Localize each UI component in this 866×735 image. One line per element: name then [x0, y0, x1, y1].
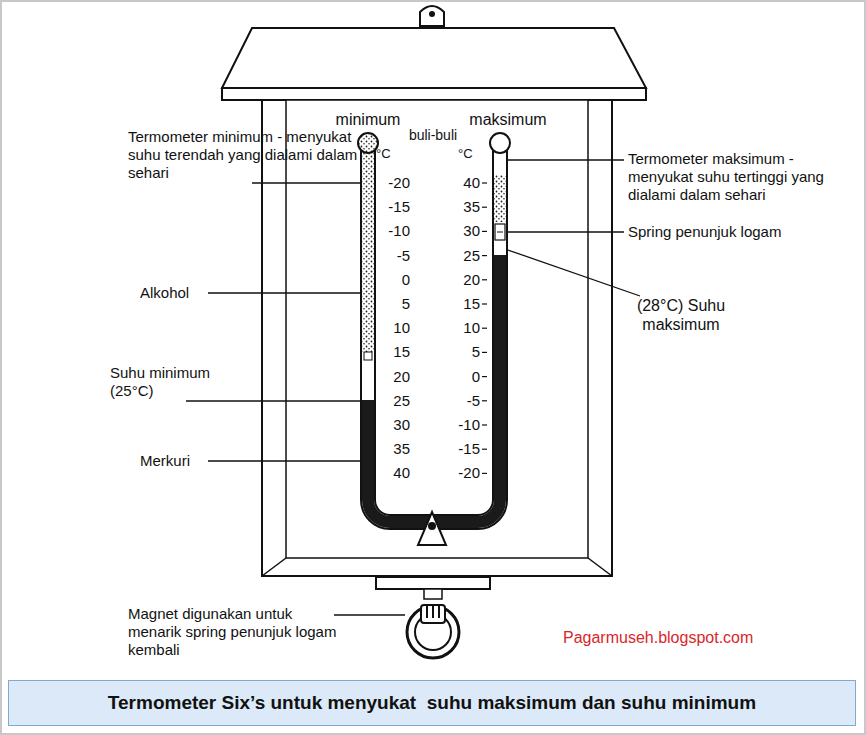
scale-tick	[482, 279, 487, 280]
scale-number: 5	[446, 343, 480, 361]
callout-text: Alkohol	[140, 284, 210, 302]
scale-number: 30	[378, 416, 410, 434]
unit-label: °C	[458, 146, 482, 162]
scale-number: 15	[446, 295, 480, 313]
scale-number: 25	[446, 247, 480, 265]
scale-number: 0	[446, 368, 480, 386]
caption: Termometer Six’s untuk menyukat suhu mak…	[108, 692, 756, 714]
scale-number: -15	[378, 198, 410, 216]
scale-tick	[482, 449, 487, 450]
callout-text: Suhu minimum (25°C)	[110, 364, 228, 400]
scale-number: 20	[378, 368, 410, 386]
scale-label: minimum	[328, 110, 408, 129]
scale-number: 35	[446, 198, 480, 216]
callout-text: Spring penunjuk logam	[628, 223, 860, 241]
scale-number: 30	[446, 222, 480, 240]
scale-number: -20	[378, 174, 410, 192]
scale-number: 10	[446, 319, 480, 337]
callout-text: Termometer maksimum - menyukat suhu tert…	[628, 150, 860, 204]
caption-band: Termometer Six’s untuk menyukat suhu mak…	[8, 680, 856, 726]
unit-label: °C	[376, 146, 400, 162]
scale-tick	[482, 303, 487, 304]
scale-tick	[482, 255, 487, 256]
watermark: Pagarmuseh.blogspot.com	[563, 628, 823, 647]
scale-number: 10	[378, 319, 410, 337]
scale-number: 0	[378, 271, 410, 289]
scale-tick	[482, 424, 487, 425]
scale-tick	[482, 328, 487, 329]
scale-tick	[482, 352, 487, 353]
scale-tick	[482, 400, 487, 401]
bulb-label: buli-buli	[393, 127, 473, 144]
scale-number: -5	[378, 247, 410, 265]
callout-text: Magnet digunakan untuk menarik spring pe…	[128, 605, 338, 659]
scale-tick	[482, 473, 487, 474]
scale-number: 20	[446, 271, 480, 289]
scale-number: -15	[446, 440, 480, 458]
scale-number: 5	[378, 295, 410, 313]
scale-tick	[482, 182, 487, 183]
scale-number: 40	[446, 174, 480, 192]
scale-number: -5	[446, 392, 480, 410]
scale-number: -20	[446, 464, 480, 482]
scale-number: -10	[378, 222, 410, 240]
callout-text: Merkuri	[140, 452, 210, 470]
callout-text: (28°C) Suhu maksimum	[616, 296, 746, 334]
scale-tick	[482, 207, 487, 208]
scale-number: 25	[378, 392, 410, 410]
scale-tick	[482, 376, 487, 377]
scale-number: 15	[378, 343, 410, 361]
scale-label: maksimum	[458, 110, 558, 129]
scale-tick	[482, 231, 487, 232]
scale-number: 35	[378, 440, 410, 458]
scale-number: 40	[378, 464, 410, 482]
scale-number: -10	[446, 416, 480, 434]
callout-text: Termometer minimum - menyukat suhu teren…	[128, 128, 363, 182]
